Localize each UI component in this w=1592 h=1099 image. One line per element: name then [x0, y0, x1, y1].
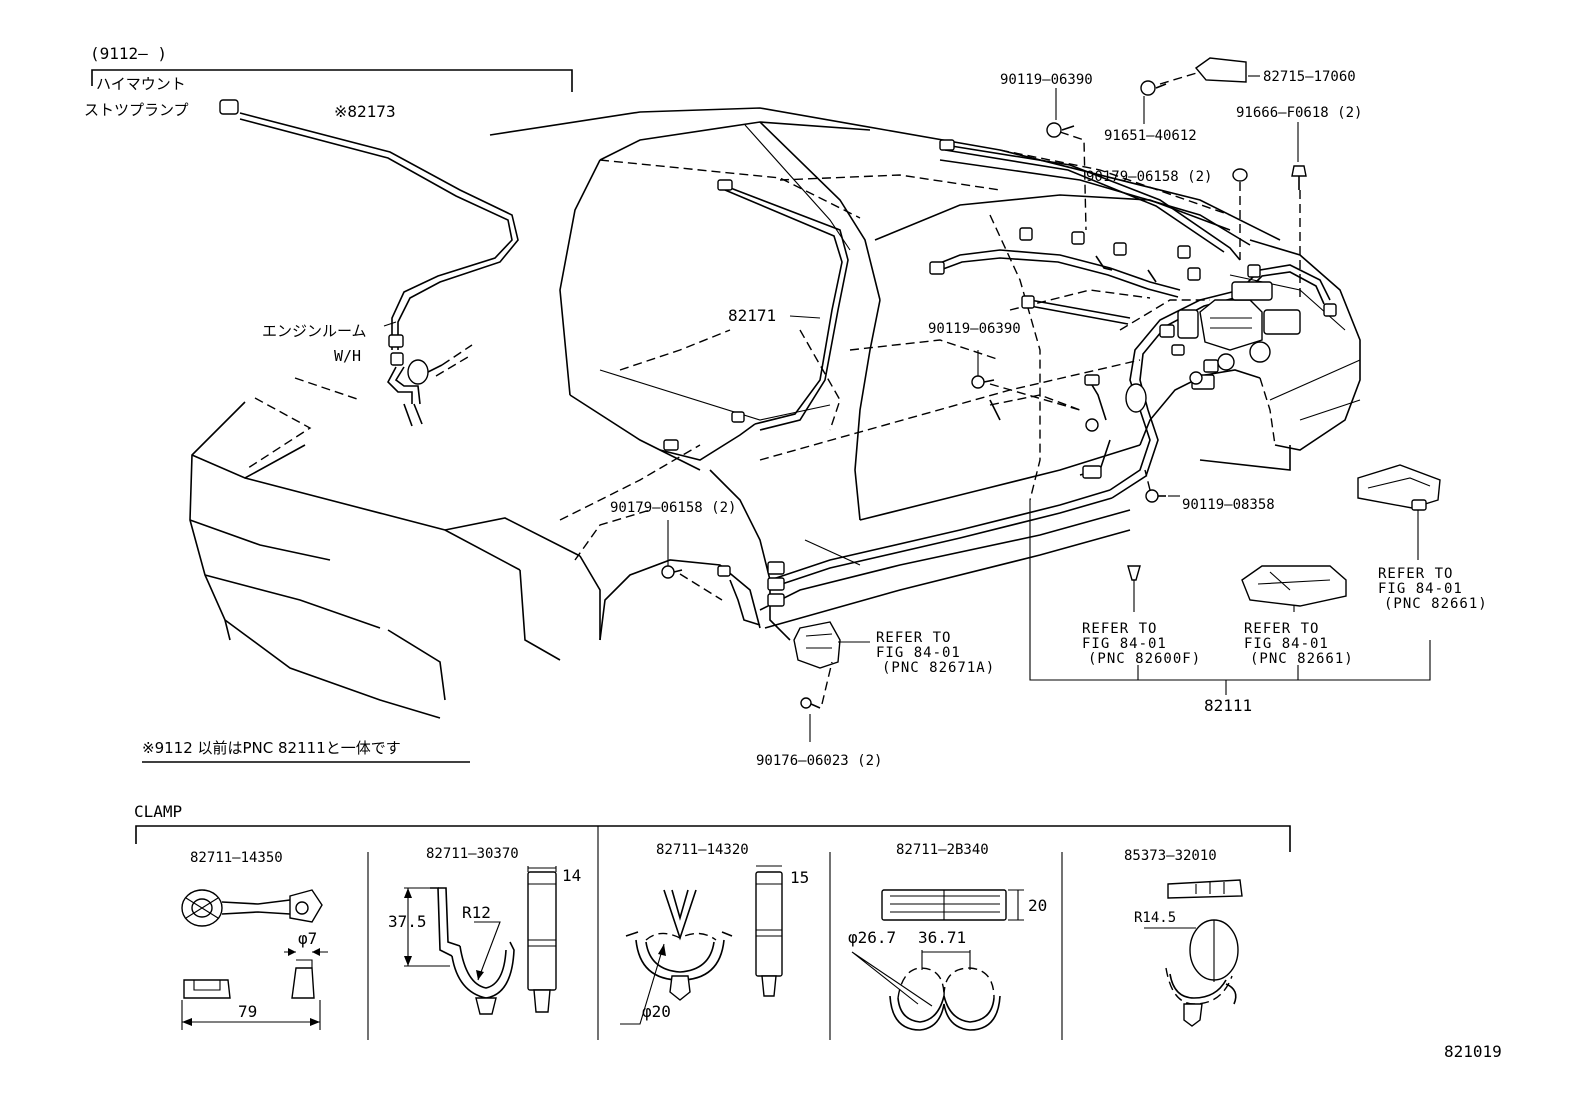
- dimension-label: R12: [462, 903, 491, 922]
- clamp-82711-2b340-drawing: [851, 889, 1024, 1031]
- clamp-82711-30370-drawing: [404, 866, 557, 1015]
- high-mount-label-line1: ハイマウント: [96, 75, 186, 93]
- clamp-frame: [135, 825, 1291, 1040]
- part-90176-06023-label: 90176–06023 (2): [756, 753, 883, 769]
- refer-callout-82671a: REFER TO FIG 84-01 (PNC 82671A): [876, 631, 995, 676]
- refer-line2: FIG 84-01: [876, 645, 961, 661]
- part-82171-label: 82171: [728, 306, 777, 325]
- dimension-label: 20: [1028, 896, 1048, 915]
- refer-line2: FIG 84-01: [1244, 636, 1329, 652]
- part-90179-06158-left-label: 90179–06158 (2): [610, 500, 737, 516]
- figure-number: 821019: [1444, 1042, 1502, 1061]
- dimension-label: 37.5: [388, 912, 427, 931]
- wire-harness: [219, 57, 1441, 709]
- refer-callout-82661-center: REFER TO FIG 84-01 (PNC 82661): [1244, 622, 1354, 667]
- clamp-part-number: 82711–30370: [426, 846, 519, 862]
- dimension-label: 79: [238, 1002, 258, 1021]
- refer-line1: REFER TO: [1244, 621, 1320, 637]
- dimension-label: φ26.7: [848, 928, 897, 947]
- leader-lines: [383, 71, 1431, 742]
- refer-line3: (PNC 82600F): [1088, 651, 1202, 667]
- dimension-label: φ20: [642, 1002, 671, 1021]
- part-82173-label: ※82173: [334, 102, 396, 121]
- refer-line3: (PNC 82661): [1384, 596, 1488, 612]
- refer-line1: REFER TO: [1378, 566, 1454, 582]
- part-90119-06390-top-label: 90119–06390: [1000, 72, 1093, 88]
- refer-callout-82661-right: REFER TO FIG 84-01 (PNC 82661): [1378, 567, 1488, 612]
- refer-line3: (PNC 82671A): [882, 660, 996, 676]
- clamp-85373-32010-drawing: [1144, 879, 1243, 1027]
- clamp-82711-14320-drawing: [620, 865, 783, 1025]
- part-82111-label: 82111: [1204, 696, 1253, 715]
- clamp-part-number: 82711–2B340: [896, 842, 989, 858]
- part-90119-06390-mid-label: 90119–06390: [928, 321, 1021, 337]
- engine-room-label-line1: エンジンルーム: [262, 322, 367, 340]
- note-text: ※9112 以前はPNC 82111と一体です: [142, 739, 401, 757]
- refer-callout-82600f: REFER TO FIG 84-01 (PNC 82600F): [1082, 622, 1201, 667]
- part-90179-06158-right-label: 90179–06158 (2): [1086, 169, 1213, 185]
- dimension-label: R14.5: [1134, 910, 1177, 926]
- refer-line1: REFER TO: [876, 630, 952, 646]
- dimension-label: φ7: [298, 929, 318, 948]
- clamp-section-title: CLAMP: [134, 802, 183, 821]
- high-mount-label-line2: ストツプランプ: [84, 101, 189, 119]
- part-91651-40612-label: 91651–40612: [1104, 128, 1197, 144]
- part-82715-17060-label: 82715–17060: [1263, 69, 1356, 85]
- header-bracket: [91, 69, 573, 92]
- dimension-label: 15: [790, 868, 810, 887]
- code-range-label: (9112– ): [90, 44, 168, 63]
- clamp-82711-14350-drawing: [181, 889, 328, 1030]
- dimension-label: 36.71: [918, 928, 967, 947]
- refer-line3: (PNC 82661): [1250, 651, 1354, 667]
- part-91666-f0618-label: 91666–F0618 (2): [1236, 105, 1363, 121]
- clamp-part-number: 82711–14320: [656, 842, 749, 858]
- engine-room-label-line2: W/H: [334, 347, 362, 365]
- dimension-label: 14: [562, 866, 582, 885]
- clamp-part-number: 85373–32010: [1124, 848, 1217, 864]
- refer-line2: FIG 84-01: [1082, 636, 1167, 652]
- clamp-part-number: 82711–14350: [190, 850, 283, 866]
- refer-line2: FIG 84-01: [1378, 581, 1463, 597]
- refer-line1: REFER TO: [1082, 621, 1158, 637]
- part-90119-08358-label: 90119–08358: [1182, 497, 1275, 513]
